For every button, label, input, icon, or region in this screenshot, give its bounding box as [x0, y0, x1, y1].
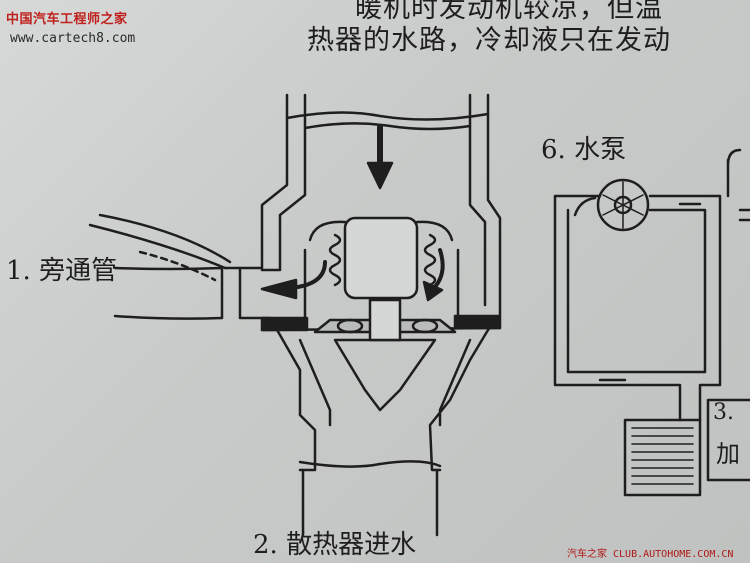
spring-left [328, 233, 342, 287]
label-bypass-pipe: 1. 旁通管 [6, 256, 118, 286]
bypass-hose-curve [88, 223, 227, 270]
valve-ring-left [336, 318, 364, 334]
valve-ring-right [411, 318, 439, 334]
housing-inner-wall [260, 93, 307, 272]
flow-arrow-right-head [422, 280, 444, 302]
lower-bulb [333, 338, 437, 412]
top-pipe-edge-2 [303, 122, 472, 131]
bypass-pipe-body [113, 266, 224, 320]
label-item-3-number: 3. [713, 400, 734, 425]
label-radiator-inlet: 2. 散热器进水 [253, 530, 417, 560]
heater-box [706, 398, 750, 482]
watermark-site-url: www.cartech8.com [10, 31, 136, 46]
top-pipe-edge [285, 111, 490, 121]
body-text-line-1: 暖机时发动机较凉，但温 [355, 0, 663, 24]
thermostat-cage [308, 220, 454, 242]
circuit-loop [553, 194, 722, 422]
flow-arrow-down-head [366, 161, 394, 190]
bypass-hose-curve-2 [98, 213, 232, 264]
circuit-right-stub [738, 208, 750, 222]
housing-outer-wall-right [428, 93, 502, 472]
gasket-left [260, 316, 309, 332]
housing-inner-wall-right [468, 93, 487, 307]
radiator-core [623, 418, 702, 497]
label-item-3-text: 加 [716, 440, 740, 468]
water-pump-outer [596, 178, 650, 232]
bottom-pipe-edge [298, 460, 442, 468]
circuit-top-right [726, 148, 742, 198]
lower-housing [298, 338, 472, 427]
body-text-line-2: 热器的水路，冷却液只在发动 [307, 25, 671, 56]
flow-arrow-pump [573, 196, 597, 217]
radiator-fins [631, 427, 694, 485]
pump-impeller [602, 181, 644, 229]
label-water-pump: 6. 水泵 [541, 135, 627, 165]
bypass-hose-dashed [138, 250, 217, 282]
thermostat-wax-element [343, 216, 419, 300]
spring-right [423, 233, 437, 287]
circuit-loop-inner [566, 208, 707, 374]
watermark-bottom-credit: 汽车之家 CLUB.AUTOHOME.COM.CN [567, 549, 734, 560]
bulb-stem [368, 298, 402, 342]
watermark-site-name: 中国汽车工程师之家 [6, 12, 128, 27]
gasket-right [453, 314, 502, 330]
flow-arrow-left-head [260, 278, 298, 300]
